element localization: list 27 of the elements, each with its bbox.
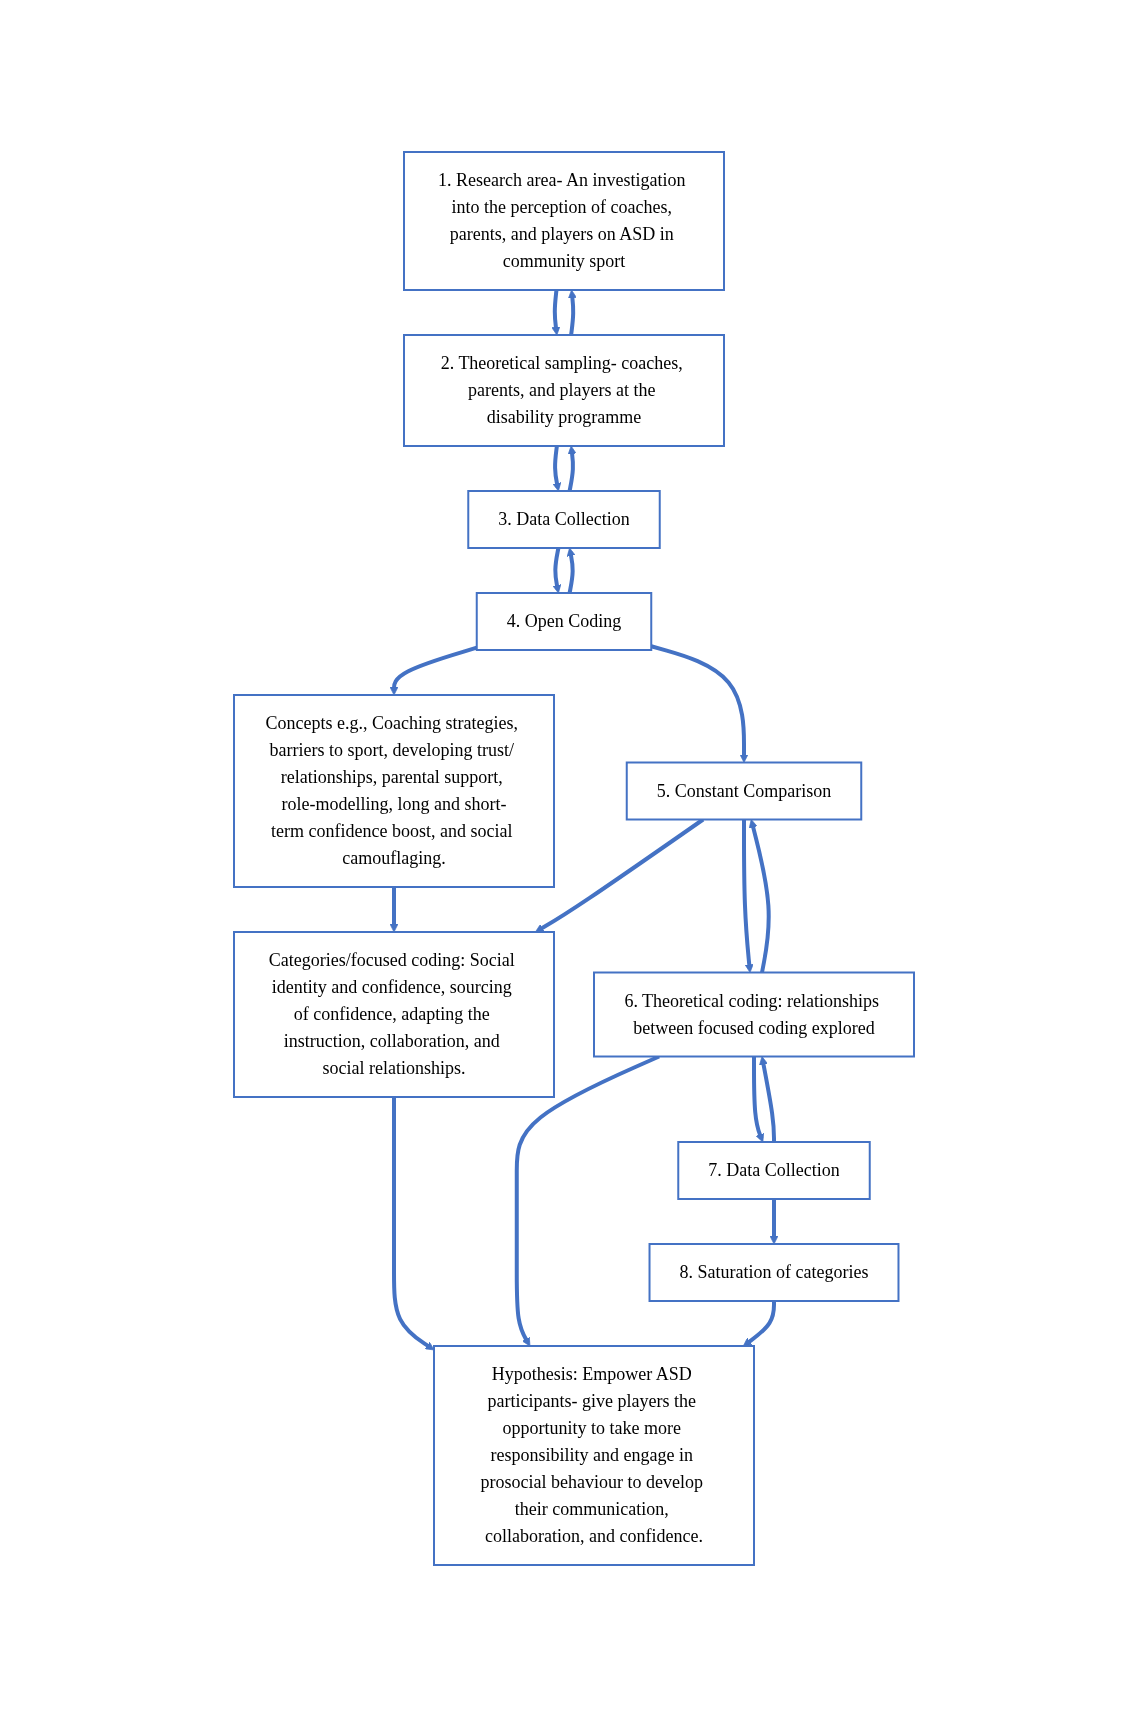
node-box: 4. Open Coding bbox=[475, 592, 653, 651]
node-box: 6. Theoretical coding: relationships between focused coding explored bbox=[593, 971, 915, 1058]
arrow bbox=[568, 289, 577, 336]
arrow bbox=[552, 445, 562, 492]
arrow bbox=[552, 547, 562, 594]
node-box: Concepts e.g., Coaching strategies, barriers to sport, developing trust/ relationships, parental support, role-modelling, long and short-term confidence boost, and social camouflaging. bbox=[233, 694, 555, 888]
arrow bbox=[392, 1097, 435, 1351]
arrow bbox=[567, 445, 577, 492]
arrow bbox=[752, 1056, 765, 1143]
arrow bbox=[748, 819, 771, 973]
arrow bbox=[769, 1199, 779, 1245]
arrow bbox=[742, 819, 754, 973]
arrow bbox=[389, 645, 478, 696]
node-box: Categories/focused coding: Social identity and confidence, sourcing of confidence, adapting the instruction, collaboration, and social relationships. bbox=[233, 931, 555, 1098]
node-box: 8. Saturation of categories bbox=[648, 1243, 900, 1302]
arrow bbox=[389, 887, 399, 933]
arrow bbox=[742, 1301, 776, 1347]
arrow bbox=[551, 289, 561, 336]
arrow bbox=[759, 1056, 776, 1142]
arrow bbox=[650, 644, 749, 763]
arrow bbox=[566, 547, 576, 594]
node-box: Hypothesis: Empower ASD participants- give players the opportunity to take more responsibility and engage in prosocial behaviour to develop their communication, collaboration, and confidence. bbox=[433, 1345, 755, 1566]
node-box: 2. Theoretical sampling- coaches, parents, and players at the disability programme bbox=[403, 334, 725, 447]
node-box: 7. Data Collection bbox=[677, 1141, 871, 1200]
node-box: 5. Constant Comparison bbox=[625, 761, 863, 821]
node-box: 3. Data Collection bbox=[467, 490, 661, 549]
node-box: 1. Research area- An investigation into the perception of coaches, parents, and players on ASD in community sport bbox=[403, 151, 725, 291]
